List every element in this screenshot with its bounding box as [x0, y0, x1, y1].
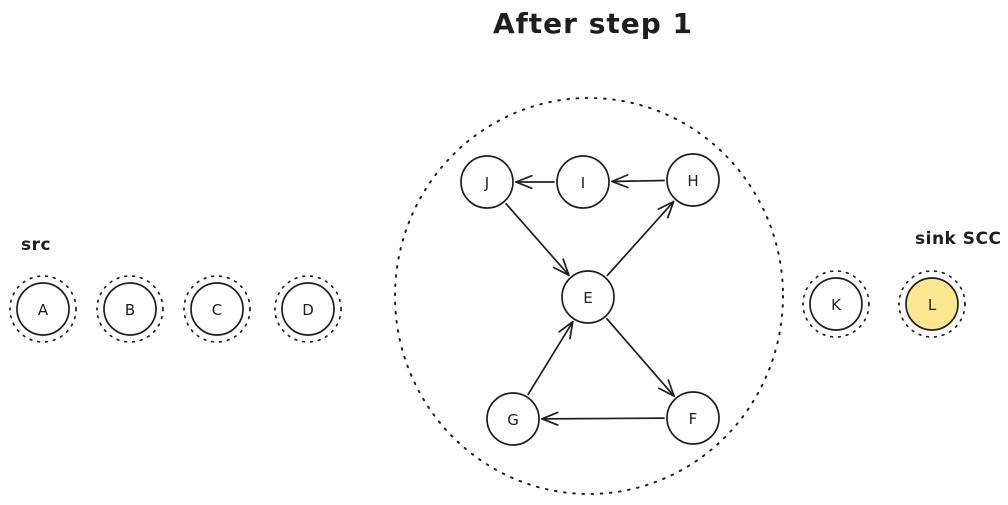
- edge-F-G: [541, 411, 665, 426]
- arrowhead-line: [658, 387, 675, 397]
- edge-H-I: [611, 174, 665, 189]
- node-dotted-ring-A: [9, 275, 77, 343]
- arrowhead-line: [541, 411, 559, 420]
- node-circle-H: [666, 153, 720, 207]
- arrowhead-line: [515, 174, 533, 183]
- edge-line: [606, 318, 675, 397]
- node-dotted-ring-C: [183, 275, 251, 343]
- node-circle-C: [190, 282, 244, 336]
- node-label-I: I: [581, 174, 585, 192]
- node-circle-E: [561, 270, 615, 324]
- edge-G-E: [527, 320, 574, 396]
- node-circle-G: [486, 392, 540, 446]
- edge-line: [505, 202, 570, 277]
- node-H: H: [666, 153, 720, 207]
- edge-E-F: [606, 318, 675, 397]
- node-dotted-ring-D: [274, 275, 342, 343]
- sink-scc-label: sink SCC: [915, 229, 1002, 249]
- edge-I-J: [515, 174, 555, 190]
- arrowhead-line: [666, 200, 675, 219]
- node-A: A: [9, 275, 77, 343]
- node-L: L: [898, 270, 966, 338]
- arrowhead-line: [657, 200, 675, 210]
- arrowhead-line: [569, 320, 574, 340]
- node-dotted-ring-K: [802, 270, 870, 338]
- arrowhead-line: [562, 258, 570, 277]
- node-label-L: L: [928, 296, 937, 314]
- edge-line: [606, 200, 675, 277]
- node-F: F: [666, 391, 720, 445]
- node-label-J: J: [484, 174, 489, 192]
- scc-boundary-ellipse: [394, 97, 784, 495]
- node-circle-B: [103, 282, 157, 336]
- node-label-E: E: [583, 289, 592, 307]
- arrowhead-line: [558, 320, 574, 333]
- arrowhead-line: [552, 266, 570, 277]
- node-circle-F: [666, 391, 720, 445]
- edge-J-E: [505, 202, 570, 277]
- node-circle-K: [809, 277, 863, 331]
- node-label-H: H: [687, 172, 698, 190]
- node-label-D: D: [302, 301, 314, 319]
- arrowhead-line: [515, 181, 533, 190]
- arrowhead-line: [611, 174, 629, 183]
- node-circle-I: [556, 155, 610, 209]
- arrowhead-line: [541, 417, 559, 426]
- node-I: I: [556, 155, 610, 209]
- node-label-B: B: [125, 301, 135, 319]
- node-dotted-ring-B: [96, 275, 164, 343]
- edge-E-H: [606, 200, 675, 277]
- node-circle-L: [905, 277, 959, 331]
- node-label-C: C: [212, 301, 222, 319]
- node-circle-J: [460, 155, 514, 209]
- diagram-title: After step 1: [492, 7, 694, 40]
- node-circle-D: [281, 282, 335, 336]
- edge-line: [527, 320, 574, 396]
- node-label-K: K: [831, 296, 842, 314]
- arrowhead-line: [611, 180, 629, 189]
- node-C: C: [183, 275, 251, 343]
- node-K: K: [802, 270, 870, 338]
- src-label: src: [21, 235, 52, 255]
- node-label-G: G: [507, 411, 519, 429]
- node-E: E: [561, 270, 615, 324]
- node-G: G: [486, 392, 540, 446]
- node-label-F: F: [689, 410, 698, 428]
- node-dotted-ring-L: [898, 270, 966, 338]
- edge-line: [541, 417, 665, 420]
- edge-line: [611, 179, 665, 183]
- node-J: J: [460, 155, 514, 209]
- node-label-A: A: [38, 301, 49, 319]
- node-D: D: [274, 275, 342, 343]
- node-B: B: [96, 275, 164, 343]
- arrowhead-line: [667, 379, 675, 397]
- node-circle-A: [16, 282, 70, 336]
